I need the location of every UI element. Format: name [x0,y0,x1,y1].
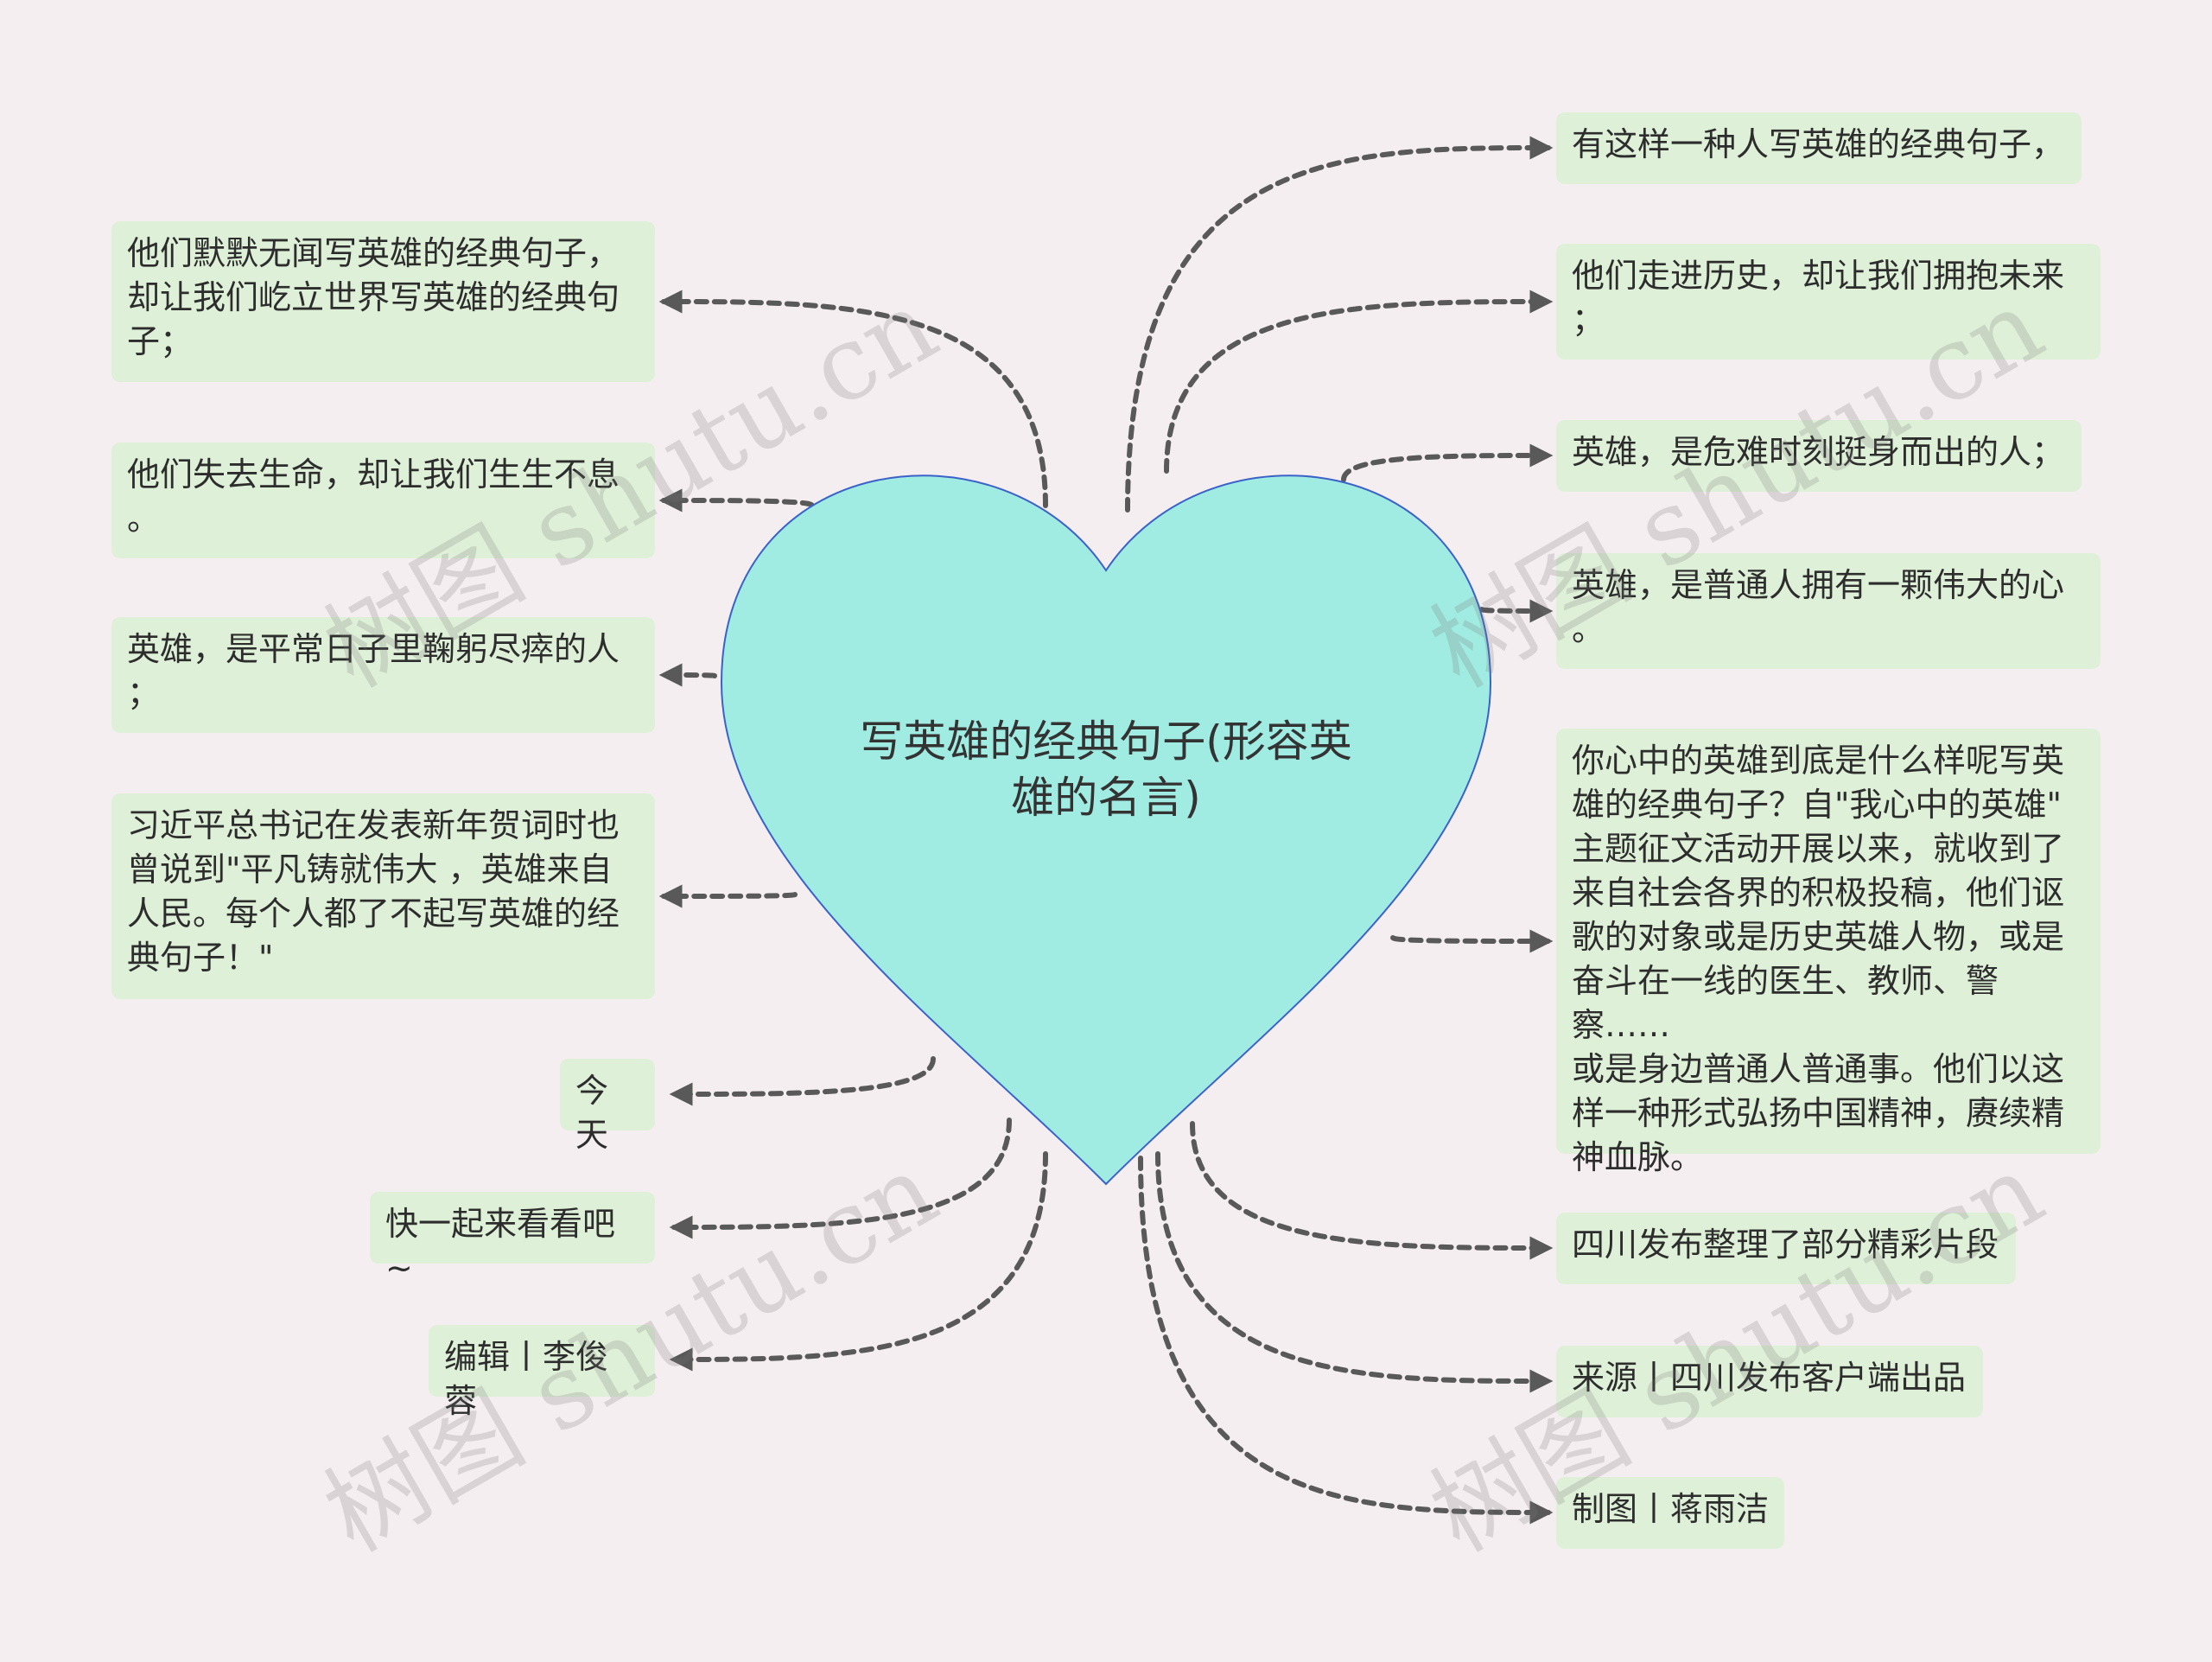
center-title-line1: 写英雄的经典句子(形容英 [860,716,1352,767]
topic-node-right-2[interactable]: 他们走进历史，却让我们拥抱未来 ； [1556,244,2101,360]
topic-node-left-2[interactable]: 他们失去生命，却让我们生生不息 。 [111,443,655,558]
topic-node-left-1[interactable]: 他们默默无闻写英雄的经典句子， 却让我们屹立世界写英雄的经典句 子； [111,221,655,382]
connector-line [658,290,1048,508]
connector-line [658,663,717,687]
connector-line [1125,136,1554,513]
connector-line [1190,1121,1554,1260]
connector-line [1155,1151,1554,1393]
topic-node-right-3[interactable]: 英雄，是危难时刻挺身而出的人； [1556,420,2082,492]
heart-shape[interactable] [720,474,1492,1186]
connector-line [1164,290,1554,474]
topic-node-right-5[interactable]: 你心中的英雄到底是什么样呢写英 雄的经典句子？自"我心中的英雄" 主题征文活动开… [1556,729,2101,1176]
topic-node-right-8[interactable]: 制图丨蒋雨洁 [1556,1477,1784,1549]
topic-node-left-7[interactable]: 编辑丨李俊蓉 [429,1325,655,1420]
connector-line [669,1151,1048,1372]
topic-node-right-4[interactable]: 英雄，是普通人拥有一颗伟大的心 。 [1556,553,2101,669]
connector-line [658,488,815,513]
topic-node-left-5[interactable]: 今天 [560,1059,655,1154]
topic-node-right-7[interactable]: 来源丨四川发布客户端出品 [1556,1346,1983,1417]
connector-line [1390,929,1554,953]
connector-line [658,884,798,908]
topic-node-left-6[interactable]: 快一起来看看吧~ [370,1192,655,1287]
connector-line [669,1056,936,1106]
connector-line [1138,1156,1554,1525]
topic-node-left-4[interactable]: 习近平总书记在发表新年贺词时也 曾说到"平凡铸就伟大 ，英雄来自 人民。每个人都… [111,793,655,999]
connector-line [1479,599,1554,623]
topic-node-left-3[interactable]: 英雄，是平常日子里鞠躬尽瘁的人 ； [111,617,655,733]
connector-line [1341,443,1554,482]
topic-node-right-1[interactable]: 有这样一种人写英雄的经典句子， [1556,112,2082,184]
topic-node-right-6[interactable]: 四川发布整理了部分精彩片段 [1556,1213,2016,1284]
connector-line [669,1118,1012,1239]
center-title-line2: 雄的名言) [1011,773,1201,823]
